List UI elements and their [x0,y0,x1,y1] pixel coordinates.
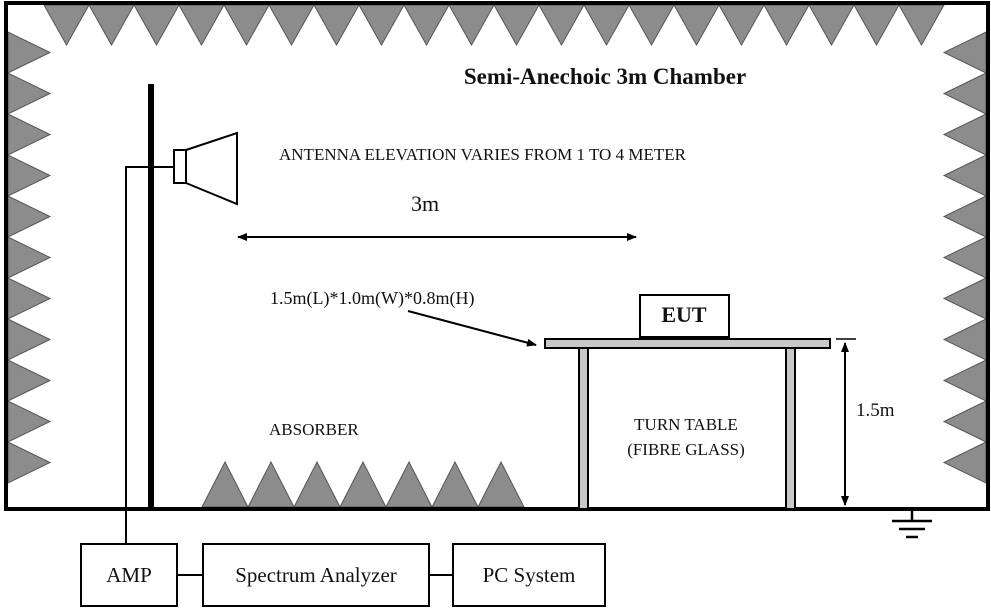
absorber-wedge [293,460,341,508]
turntable-label-line2: (FIBRE GLASS) [627,440,745,459]
absorber-wedge [7,154,52,197]
chamber-title: Semi-Anechoic 3m Chamber [464,64,746,89]
absorber-wedge [763,4,810,47]
absorber-wedge [7,359,52,402]
absorber-wedge [268,4,315,47]
absorber-wedge [942,277,987,320]
absorber-wedge [7,72,52,115]
absorber-label: ABSORBER [269,420,359,439]
absorber-wedge [7,441,52,484]
absorber-wedge [223,4,270,47]
absorber-top-row [43,4,945,47]
absorber-wedge [942,195,987,238]
distance-label: 3m [411,191,439,216]
absorber-wedge [808,4,855,47]
absorber-wedge [358,4,405,47]
absorber-wedge [942,441,987,484]
absorber-wedge [43,4,90,47]
eut-label: EUT [661,302,707,327]
absorber-wedge [7,318,52,361]
absorber-wedge [942,154,987,197]
absorber-wedge [247,460,295,508]
absorber-wedge [718,4,765,47]
ground-symbol-icon [892,510,932,539]
absorber-wedge [583,4,630,47]
height-label: 1.5m [856,400,895,421]
analyzer-box [202,543,430,607]
absorber-wedge [493,4,540,47]
turn-table [544,338,831,510]
eut-box [639,294,730,338]
horn-antenna-icon [173,131,238,206]
absorber-wedge [7,277,52,320]
absorber-left-column [7,31,52,484]
absorber-wedge [7,31,52,74]
turntable-label-line1: TURN TABLE [634,415,738,434]
absorber-wedge [201,460,249,508]
absorber-right-column [942,31,987,484]
absorber-wedge [7,400,52,443]
absorber-wedge [403,4,450,47]
absorber-wedge [385,460,433,508]
absorber-wedge [88,4,135,47]
absorber-wedge [673,4,720,47]
absorber-wedge [628,4,675,47]
absorber-wedge [7,195,52,238]
absorber-wedge [942,236,987,279]
pc-box [452,543,606,607]
absorber-wedge [942,318,987,361]
absorber-wedge [898,4,945,47]
absorber-wedge [7,113,52,156]
elevation-note: ANTENNA ELEVATION VARIES FROM 1 TO 4 MET… [279,145,687,164]
absorber-wedge [942,400,987,443]
absorber-wedge [538,4,585,47]
amp-label: AMP [106,563,152,587]
chamber-wall [4,1,990,511]
absorber-wedge [942,72,987,115]
absorber-wedge [448,4,495,47]
absorber-wedge [7,236,52,279]
table-dimensions-label: 1.5m(L)*1.0m(W)*0.8m(H) [270,288,474,309]
absorber-wedge [942,359,987,402]
absorber-wedge [339,460,387,508]
absorber-wedge [133,4,180,47]
antenna-cable [125,166,174,544]
absorber-floor-row [201,460,525,508]
dimensions-pointer-arrow [407,310,537,347]
absorber-wedge [313,4,360,47]
absorber-wedge [853,4,900,47]
absorber-wedge [431,460,479,508]
absorber-wedge [477,460,525,508]
absorber-wedge [178,4,225,47]
analyzer-label: Spectrum Analyzer [235,563,397,587]
absorber-wedge [942,31,987,74]
pc-label: PC System [483,563,576,587]
absorber-wedge [942,113,987,156]
